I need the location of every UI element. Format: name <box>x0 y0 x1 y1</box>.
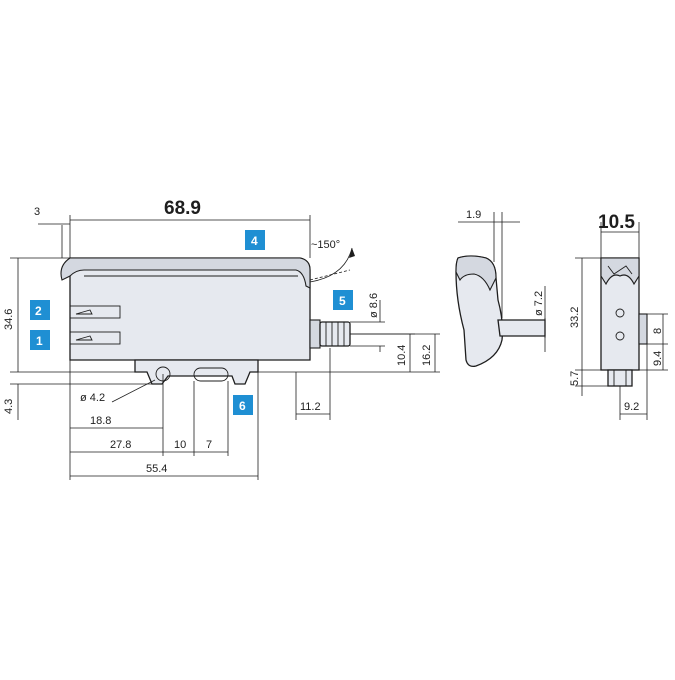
mounting-slot <box>193 367 229 382</box>
end-hole-top <box>615 308 625 318</box>
front-view <box>60 247 355 385</box>
connector-nut <box>309 319 321 349</box>
svg-text:6: 6 <box>239 399 246 413</box>
dim-end-height: 33.2 <box>569 307 581 328</box>
fiber-inlet-2 <box>69 305 121 319</box>
side-cover <box>455 255 497 292</box>
svg-text:4: 4 <box>251 234 258 248</box>
dim-end-bottom-width: 9.2 <box>624 401 639 413</box>
dim-width: 10.5 <box>598 212 635 233</box>
badge-2: 2 <box>30 300 50 320</box>
dim-cover-angle: ~150° <box>311 239 340 251</box>
hinge-cover <box>60 257 311 289</box>
fiber-inlet-1 <box>69 331 121 345</box>
fiber-lever-2 <box>75 309 93 315</box>
dim-end-hole-b: 9.4 <box>652 351 664 366</box>
end-foot <box>607 369 633 387</box>
dim-base-height: 4.3 <box>3 399 15 414</box>
housing-body <box>69 257 311 361</box>
end-hole-bottom <box>615 331 625 341</box>
svg-text:1: 1 <box>36 334 43 348</box>
end-cover-slot <box>607 265 633 275</box>
svg-text:5: 5 <box>339 294 346 308</box>
side-dimension-texts: 1.9 ø 7.2 <box>466 209 545 316</box>
end-view <box>575 222 668 420</box>
dim-end-base: 5.7 <box>569 371 581 386</box>
badge-6: 6 <box>233 395 253 415</box>
badge-1: 1 <box>30 330 50 350</box>
svg-text:2: 2 <box>35 304 42 318</box>
badge-5: 5 <box>333 290 353 310</box>
dim-overall-length: 68.9 <box>164 198 201 219</box>
fiber-lever-1 <box>75 335 93 341</box>
side-view <box>455 212 546 368</box>
cover-open-dash <box>309 269 351 281</box>
dim-end-hole-a: 8 <box>652 328 664 334</box>
cover-angle-arc <box>309 247 353 283</box>
dim-side-offset: 1.9 <box>466 209 481 221</box>
dim-height: 34.6 <box>3 309 15 330</box>
end-cover <box>600 257 640 286</box>
end-dimension-texts: 10.5 33.2 5.7 9.2 8 9.4 <box>569 212 664 413</box>
dim-slot-span-a: 10 <box>174 439 186 451</box>
connector-thread <box>319 321 351 347</box>
dim-hole-pos: 18.8 <box>90 415 111 427</box>
dim-connector-length: 11.2 <box>300 401 321 413</box>
dim-mount-length: 55.4 <box>146 463 167 475</box>
dim-slot-span-b: 7 <box>206 439 212 451</box>
dim-hole-diameter: ø 4.2 <box>80 392 105 404</box>
badge-4: 4 <box>245 230 265 250</box>
cover-angle-arrow <box>349 248 355 258</box>
side-cable <box>497 319 546 337</box>
connector-thread-lines <box>325 322 345 346</box>
front-dimension-lines <box>10 215 440 480</box>
dim-cable-diameter: ø 7.2 <box>533 291 545 316</box>
dim-connector-height-a: 10.4 <box>396 345 408 366</box>
end-connector <box>638 313 648 345</box>
dim-connector-height-b: 16.2 <box>421 345 433 366</box>
dim-connector-diameter: ø 8.6 <box>368 293 380 318</box>
front-dimension-texts: 68.9 3 34.6 4.3 ø 4.2 18.8 27.8 10 7 55.… <box>3 198 433 475</box>
dim-slot-start: 27.8 <box>110 439 131 451</box>
dim-left-offset: 3 <box>34 206 40 218</box>
